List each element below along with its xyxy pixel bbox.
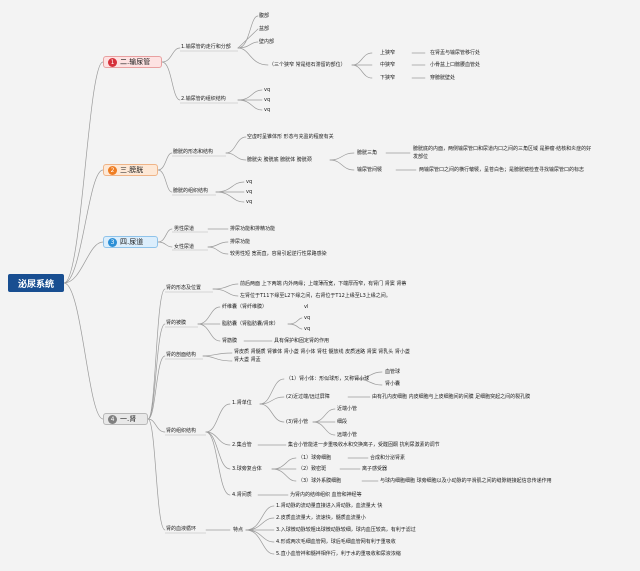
- mesangial-desc: 与球内细胞细胞 球旁细胞以及小动脉的平滑肌之间的缝隙链接起信息传递作用: [380, 478, 552, 484]
- feature-item: 4.形成两次毛细血管网，球后毛细血管网有利于重吸收: [276, 539, 396, 545]
- kidney-section[interactable]: 肾的剖面结构: [166, 352, 197, 358]
- node-kidney[interactable]: 4 一.肾: [103, 413, 148, 425]
- tissue-item: vq: [246, 199, 253, 205]
- macula-densa-desc: 离子感受器: [362, 466, 388, 472]
- trigone[interactable]: 膀胱三角: [357, 150, 378, 156]
- ureter-part[interactable]: 壁内部: [259, 39, 275, 45]
- interstitium-desc: 为肾内的结缔组织 血管和神经等: [290, 492, 362, 498]
- tissue-item: vq: [264, 87, 271, 93]
- narrow-desc: 小骨盆上口髂腰血管处: [430, 62, 481, 68]
- tubule-part: 远端小管: [337, 432, 358, 438]
- corpuscle-part: 肾小囊: [385, 381, 401, 387]
- number-badge: 3: [108, 237, 117, 247]
- juxtaglomerular[interactable]: 3.球旁复合体: [232, 466, 262, 472]
- node-label: 四.尿道: [120, 238, 144, 246]
- trigone-desc: 膀胱底的内面，两侧输尿管口和尿道内口之间的三角区域 是肿瘤·结核和炎症的好: [413, 146, 592, 152]
- ureter-course[interactable]: 1.输尿管的走行和分部: [181, 44, 231, 50]
- narrow-name[interactable]: 上狭窄: [380, 50, 396, 56]
- position-desc: 前后两面 上下两端 内外两缘；上端薄而宽，下端厚而窄，有肾门 肾窦 肾蒂: [240, 281, 407, 287]
- narrow-desc: 穿膀胱壁处: [430, 75, 456, 81]
- tissue-item: vq: [264, 97, 271, 103]
- jg-cell[interactable]: （1）球旁细胞: [298, 455, 332, 461]
- node-bladder[interactable]: 2 三.膀胱: [103, 164, 158, 176]
- capsule-layer[interactable]: 肾筋膜: [222, 338, 238, 344]
- ureter-part[interactable]: 腹部: [259, 13, 270, 19]
- feature-item: 2.皮质血流量大，流速快，髓质血流量小: [276, 515, 366, 521]
- collecting-duct-desc: 集合小管能进一步重吸收水和交换离子，受醛固酮 抗利尿激素的调节: [288, 442, 440, 448]
- renal-interstitium[interactable]: 4.肾间质: [232, 492, 252, 498]
- female-urethra[interactable]: 女性尿道: [174, 244, 195, 250]
- node-label: 一.肾: [120, 415, 137, 423]
- jg-cell-desc: 合成和分泌肾素: [370, 455, 406, 461]
- kidney-capsule[interactable]: 肾的被膜: [166, 320, 187, 326]
- collecting-duct[interactable]: 2.集合管: [232, 442, 252, 448]
- male-urethra[interactable]: 男性尿道: [174, 226, 195, 232]
- bladder-shape[interactable]: 膀胱的形态和结构: [173, 149, 214, 155]
- ureter-part[interactable]: 盆部: [259, 26, 270, 32]
- ureter-narrows[interactable]: （三个狭窄 常是结石滞留的部位）: [269, 62, 346, 68]
- node-ureter[interactable]: 1 二.输尿管: [103, 56, 162, 68]
- capsule-item: vq: [304, 326, 311, 332]
- root-node[interactable]: 泌尿系统: [8, 274, 64, 292]
- node-label: 二.输尿管: [120, 58, 151, 66]
- macula-densa[interactable]: （2）致密斑: [298, 466, 327, 472]
- capsule-item: vq: [304, 315, 311, 321]
- section-desc: 肾大盏 肾盂: [234, 357, 261, 363]
- bladder-shape-desc: 空虚时呈锥体形 形态与充盈的程度有关: [247, 134, 334, 140]
- tubule-part: 细段: [337, 419, 348, 425]
- fold-desc: 两输尿管口之间的横行皱襞，呈苍白色；是膀胱镜检查寻找输尿管口的标志: [419, 167, 585, 173]
- capsule-desc: 具有保护和固定肾的作用: [274, 338, 330, 344]
- interureteric-fold[interactable]: 输尿管间襞: [357, 167, 383, 173]
- bladder-parts[interactable]: 膀胱尖 膀胱底 膀胱体 膀胱颈: [247, 157, 312, 163]
- capsule-item: vl: [304, 304, 309, 310]
- bladder-tissue[interactable]: 膀胱的组织结构: [173, 188, 209, 194]
- tubule-part: 近端小管: [337, 406, 358, 412]
- number-badge: 4: [108, 414, 117, 424]
- barrier-desc: 由有孔内皮细胞 内皮细胞与上皮细胞间的间膜 足细胞突起之间的裂孔膜: [372, 394, 531, 400]
- node-urethra[interactable]: 3 四.尿道: [103, 236, 158, 248]
- feature-item: 5.直小血管袢和髓袢相伴行，利于水的重吸收和尿液浓缩: [276, 551, 401, 557]
- features[interactable]: 特点: [233, 527, 244, 533]
- filtration-barrier[interactable]: (2)近过端/远过屏障: [286, 394, 330, 400]
- number-badge: 1: [108, 57, 117, 67]
- tissue-item: vq: [264, 107, 271, 113]
- kidney-position[interactable]: 肾的形态及位置: [166, 285, 202, 291]
- tissue-item: vq: [246, 179, 253, 185]
- number-badge: 2: [108, 165, 117, 175]
- mesangial-cell[interactable]: （3）球外系膜细胞: [298, 478, 342, 484]
- kidney-tissue[interactable]: 肾的组织结构: [166, 428, 197, 434]
- node-label: 三.膀胱: [120, 166, 144, 174]
- male-urethra-desc: 排尿功能和排精功能: [230, 226, 276, 232]
- capsule-layer[interactable]: 纤维囊（肾纤维膜）: [222, 304, 268, 310]
- tissue-item: vq: [246, 189, 253, 195]
- renal-tubule[interactable]: (3)肾小管: [286, 419, 309, 425]
- narrow-name[interactable]: 中狭窄: [380, 62, 396, 68]
- female-urethra-desc: 排尿功能: [230, 239, 251, 245]
- trigone-desc: 发部位: [413, 154, 429, 160]
- feature-item: 1.肾动脉的流动量直接进入肾动脉，血流量大 快: [276, 503, 383, 509]
- capsule-layer[interactable]: 脂肪囊（肾脂肪囊/肾床）: [222, 321, 279, 327]
- position-desc: 左肾位于T11下缘至L2下缘之间，右肾位于T12上缘至L3上缘之间。: [240, 293, 391, 299]
- renal-corpuscle[interactable]: （1）肾小体：形似球形，又称肾小球: [286, 376, 370, 382]
- nephron[interactable]: 1.肾单位: [232, 400, 252, 406]
- narrow-name[interactable]: 下狭窄: [380, 75, 396, 81]
- root-label: 泌尿系统: [17, 279, 54, 290]
- kidney-blood[interactable]: 肾的血液循环: [166, 526, 197, 532]
- feature-item: 3.入球微动脉较粗出球微动脉较细，球内血压较高，有利于滤过: [276, 527, 416, 533]
- corpuscle-part: 血管球: [385, 369, 401, 375]
- narrow-desc: 在肾盂与输尿管移行处: [430, 50, 481, 56]
- female-urethra-desc: 较男性短 宽而直，容易引起逆行性尿路感染: [230, 251, 327, 257]
- section-desc: 肾皮质 肾髓质 肾锥体 肾小盏 肾小体 肾柱 髓放线 皮质迷路 肾窦 肾乳头 肾…: [234, 349, 410, 355]
- ureter-tissue[interactable]: 2.输尿管的组织结构: [181, 96, 226, 102]
